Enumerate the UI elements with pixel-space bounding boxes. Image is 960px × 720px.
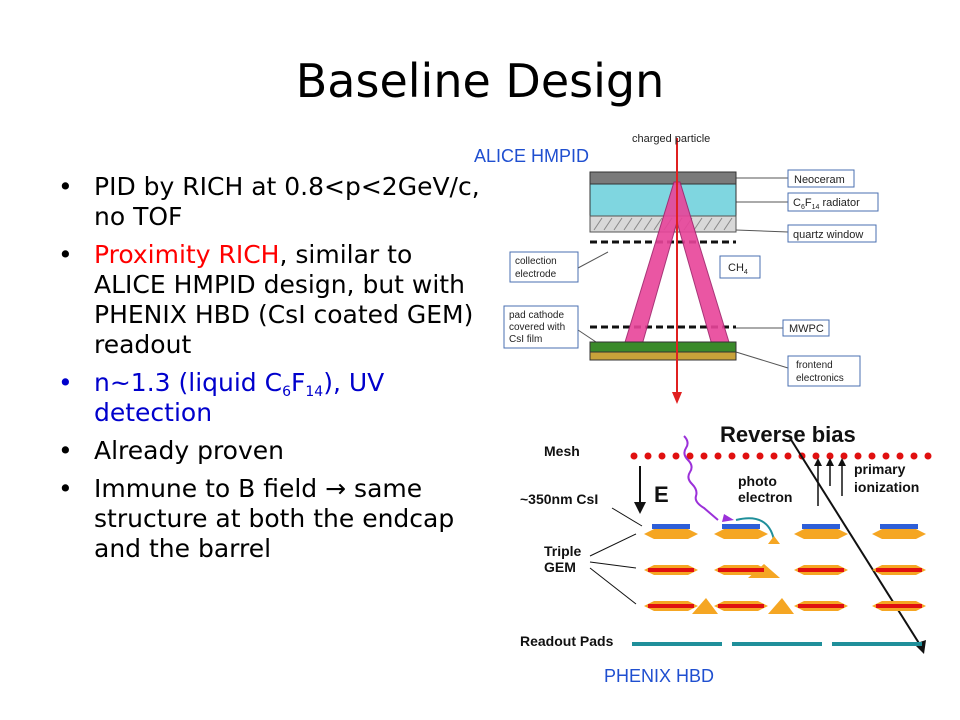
bullet-list: • PID by RICH at 0.8<p<2GeV/c, no TOF • … <box>58 172 488 572</box>
photo-label-1: photo <box>738 473 777 489</box>
quartz-label: quartz window <box>793 229 863 241</box>
bullet-dot-icon: • <box>58 240 73 269</box>
bullet-item: • n~1.3 (liquid C6F14), UV detection <box>58 368 488 428</box>
bullet-text: PID by RICH at 0.8<p<2GeV/c, no TOF <box>94 172 480 231</box>
photo-label-2: electron <box>738 489 792 505</box>
collection-label-1: collection <box>515 256 557 267</box>
neoceram-layer <box>589 171 737 185</box>
particle-arrowhead <box>672 392 682 404</box>
bullet-highlight-text: Proximity RICH <box>94 240 280 269</box>
mesh-label: Mesh <box>544 443 580 459</box>
collection-label-2: electrode <box>515 269 557 280</box>
photoelectron-path <box>735 517 775 541</box>
hmpid-caption: ALICE HMPID <box>474 146 590 166</box>
bullet-text: Already proven <box>94 436 285 465</box>
pad-label-3: CsI film <box>509 334 542 345</box>
frontend-label-1: frontend <box>796 360 833 371</box>
readout-label: Readout Pads <box>520 633 614 649</box>
subscript: 6 <box>282 384 291 400</box>
bullet-text: ), UV detection <box>94 368 385 427</box>
ch4-label: CH4 <box>728 262 748 276</box>
subscript: 14 <box>305 384 324 400</box>
slide-title: Baseline Design <box>295 54 665 108</box>
arrow-icon: → <box>325 474 347 503</box>
bullet-text: Immune to B field <box>94 474 326 503</box>
e-field-label: E <box>654 482 669 507</box>
e-field-arrow-icon <box>634 502 646 514</box>
photon-path <box>683 435 719 521</box>
mesh-dots <box>630 452 932 460</box>
hbd-diagram: Reverse bias Mesh E photo electron prima… <box>520 422 932 654</box>
primary-label-2: ionization <box>854 479 919 495</box>
mwpc-label: MWPC <box>789 323 824 335</box>
radiator-label: C6F14 radiator <box>793 197 860 211</box>
pad-cathode <box>589 341 737 353</box>
hmpid-diagram: charged particle Neoceram C6F14 radiator… <box>503 133 879 404</box>
gem-layer-2 <box>644 564 926 578</box>
bullet-dot-icon: • <box>58 172 73 201</box>
bullet-dot-icon: • <box>58 368 73 397</box>
charged-track <box>789 437 923 649</box>
pad-label-2: covered with <box>509 322 565 333</box>
bullet-text: F <box>291 368 306 397</box>
bullet-dot-icon: • <box>58 474 73 503</box>
pad-label-1: pad cathode <box>509 310 564 321</box>
bullet-item: • PID by RICH at 0.8<p<2GeV/c, no TOF <box>58 172 488 232</box>
bullet-dot-icon: • <box>58 436 73 465</box>
readout-pads <box>632 642 922 646</box>
triple-label-1: Triple <box>544 543 582 559</box>
bullet-text: same structure at both the endcap and th… <box>94 474 455 563</box>
bullet-item: • Proximity RICH, similar to ALICE HMPID… <box>58 240 488 360</box>
triple-label-2: GEM <box>544 559 576 575</box>
csi-label: ~350nm CsI <box>520 491 598 507</box>
bullet-item: • Already proven <box>58 436 488 466</box>
radiator-layer <box>589 183 737 217</box>
bullet-item: • Immune to B field → same structure at … <box>58 474 488 564</box>
photon-arrowhead <box>722 514 734 522</box>
neoceram-label: Neoceram <box>794 174 845 186</box>
gem-layer-1 <box>644 524 926 544</box>
bullet-text: , similar to ALICE HMPID design, but wit… <box>94 240 474 359</box>
reverse-bias-label: Reverse bias <box>720 422 856 447</box>
frontend-board <box>589 351 737 361</box>
hbd-caption: PHENIX HBD <box>604 666 715 686</box>
primary-label-1: primary <box>854 461 906 477</box>
frontend-label-2: electronics <box>796 373 844 384</box>
bullet-text: n~1.3 (liquid C <box>94 368 283 397</box>
charged-particle-label: charged particle <box>632 133 710 145</box>
gem-layer-3 <box>644 598 926 614</box>
